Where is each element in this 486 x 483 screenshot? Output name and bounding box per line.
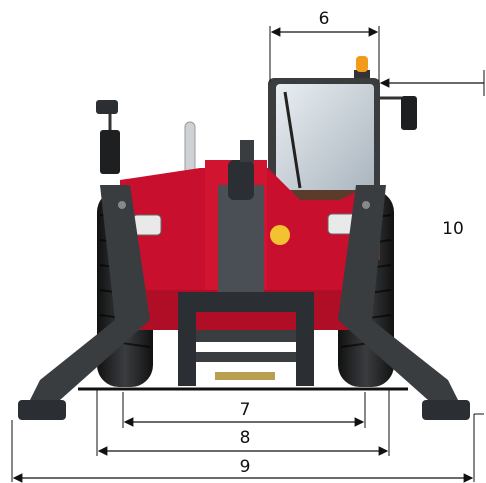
dimension-8: 8 bbox=[96, 390, 390, 456]
left-headlight bbox=[132, 214, 162, 236]
right-mirror bbox=[380, 96, 417, 130]
left-stabilizer bbox=[18, 185, 150, 420]
dimension-6: 6 bbox=[269, 9, 380, 82]
dimension-9: 9 bbox=[11, 413, 484, 483]
dimension-10-label: 10 bbox=[442, 219, 464, 239]
dimension-8-label: 8 bbox=[240, 428, 251, 448]
telescopic-boom bbox=[218, 140, 264, 300]
beacon-light bbox=[354, 56, 370, 78]
dimension-9-label: 9 bbox=[240, 457, 251, 477]
fork-carriage bbox=[178, 292, 314, 386]
dimension-10: 10 bbox=[379, 70, 485, 239]
dimension-7: 7 bbox=[122, 392, 366, 428]
left-mirror bbox=[96, 100, 120, 174]
dimension-6-label: 6 bbox=[319, 9, 330, 29]
dimension-7-label: 7 bbox=[240, 400, 251, 420]
right-stabilizer bbox=[338, 185, 470, 420]
